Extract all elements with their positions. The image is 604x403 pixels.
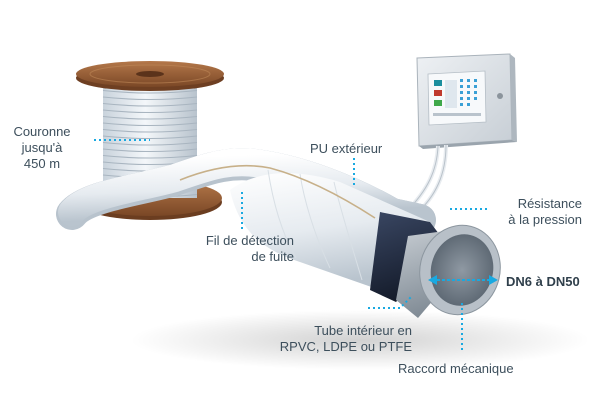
control-box-icon bbox=[404, 53, 517, 216]
label-fitting: Raccord mécanique bbox=[398, 361, 514, 376]
coil-winding bbox=[102, 122, 198, 127]
label-crown-line2: jusqu'à bbox=[21, 140, 63, 155]
pipe-assembly bbox=[56, 148, 501, 318]
label-pressure: Résistance à la pression bbox=[494, 196, 582, 228]
label-diameter: DN6 à DN50 bbox=[506, 274, 580, 289]
coil-winding bbox=[102, 109, 198, 114]
coil-winding bbox=[102, 135, 198, 140]
label-crown-line3: 450 m bbox=[23, 156, 61, 171]
label-pressure-line2: à la pression bbox=[508, 212, 582, 227]
coil-winding bbox=[102, 115, 198, 120]
coil-winding bbox=[102, 148, 198, 153]
coil-winding bbox=[102, 128, 198, 133]
label-crown-line1: Couronne bbox=[13, 124, 71, 139]
ground-shadow bbox=[130, 310, 590, 370]
double-arrow-icon bbox=[428, 275, 498, 285]
label-inner-line2: RPVC, LDPE ou PTFE bbox=[279, 339, 412, 354]
label-pressure-line1: Résistance bbox=[517, 196, 582, 211]
label-inner-tube: Tube intérieur en RPVC, LDPE ou PTFE bbox=[262, 323, 412, 355]
label-inner-line1: Tube intérieur en bbox=[314, 323, 412, 338]
coil-winding bbox=[102, 102, 198, 107]
label-leak-line2: de fuite bbox=[251, 249, 294, 264]
label-outer-pu: PU extérieur bbox=[310, 141, 383, 156]
label-leak-wire: Fil de détection de fuite bbox=[184, 233, 294, 265]
coil-winding bbox=[102, 154, 198, 159]
label-crown: Couronne jusqu'à 450 m bbox=[4, 124, 80, 172]
coil-winding bbox=[102, 141, 198, 146]
coil-winding bbox=[102, 89, 198, 94]
label-leak-line1: Fil de détection bbox=[205, 233, 294, 248]
coil-winding bbox=[102, 96, 198, 101]
leader-lines bbox=[94, 139, 490, 352]
leader-inner bbox=[368, 295, 413, 309]
